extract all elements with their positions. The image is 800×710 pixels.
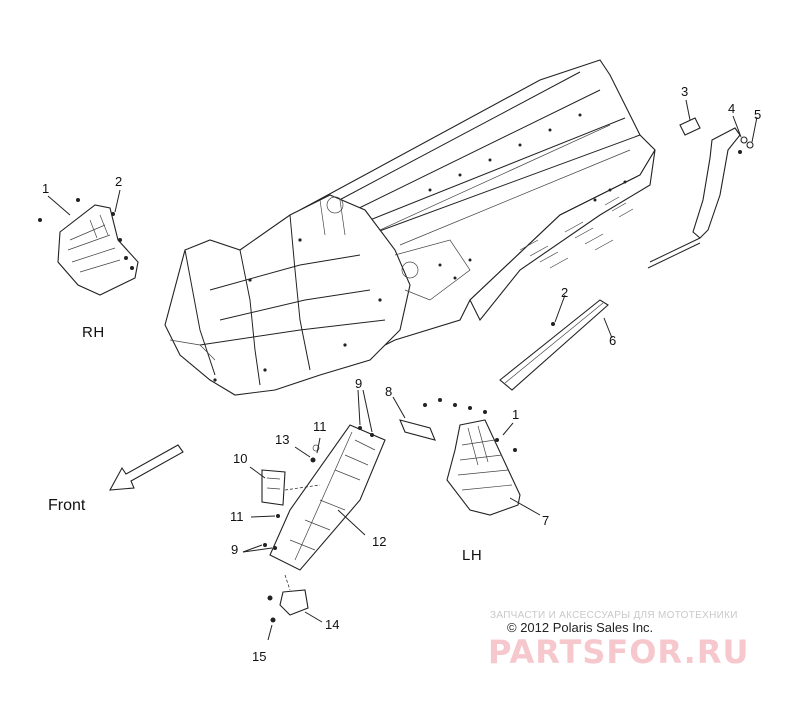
lh-label: LH	[462, 547, 483, 564]
rh-label: RH	[82, 324, 105, 341]
step-plate-part-12	[242, 389, 386, 571]
callout-7: 7	[542, 513, 550, 528]
callout-leaders	[47, 189, 121, 216]
copyright-text: © 2012 Polaris Sales Inc.	[507, 620, 654, 635]
callout-6: 6	[609, 333, 617, 348]
rear-bracket-parts-3-4-5	[647, 99, 758, 269]
watermark-tagline: ЗАПЧАСТИ И АКСЕССУАРЫ ДЛЯ МОТОТЕХНИКИ	[490, 610, 738, 621]
callout-1-lh: 1	[512, 407, 520, 422]
callout-13: 13	[275, 432, 290, 447]
rh-guard-part-1	[38, 198, 139, 296]
front-arrow	[109, 444, 184, 491]
front-label: Front	[48, 497, 86, 514]
callout-5: 5	[754, 107, 762, 122]
callout-12: 12	[372, 534, 387, 549]
callout-14: 14	[325, 617, 340, 632]
callout-9-top: 9	[355, 376, 363, 391]
callout-11-mid: 11	[230, 509, 244, 524]
running-board-rail-part-6	[499, 294, 613, 391]
callout-15: 15	[252, 649, 267, 664]
callout-8: 8	[385, 384, 393, 399]
callout-2-rail: 2	[561, 285, 569, 300]
callout-3: 3	[681, 84, 689, 99]
watermark-brand: PARTSFOR.RU	[488, 633, 750, 671]
bracket-part-14	[267, 574, 323, 641]
callout-10: 10	[233, 451, 248, 466]
front-frame	[164, 194, 471, 396]
callout-4: 4	[728, 101, 736, 116]
lh-guard-part-7	[423, 398, 541, 516]
callout-9-bot: 9	[231, 542, 239, 557]
callout-1-rh: 1	[42, 181, 50, 196]
callout-2-rh: 2	[115, 174, 123, 189]
hinge-part-8	[392, 396, 436, 441]
callout-11-top: 11	[313, 419, 327, 434]
bracket-part-10	[249, 437, 321, 518]
